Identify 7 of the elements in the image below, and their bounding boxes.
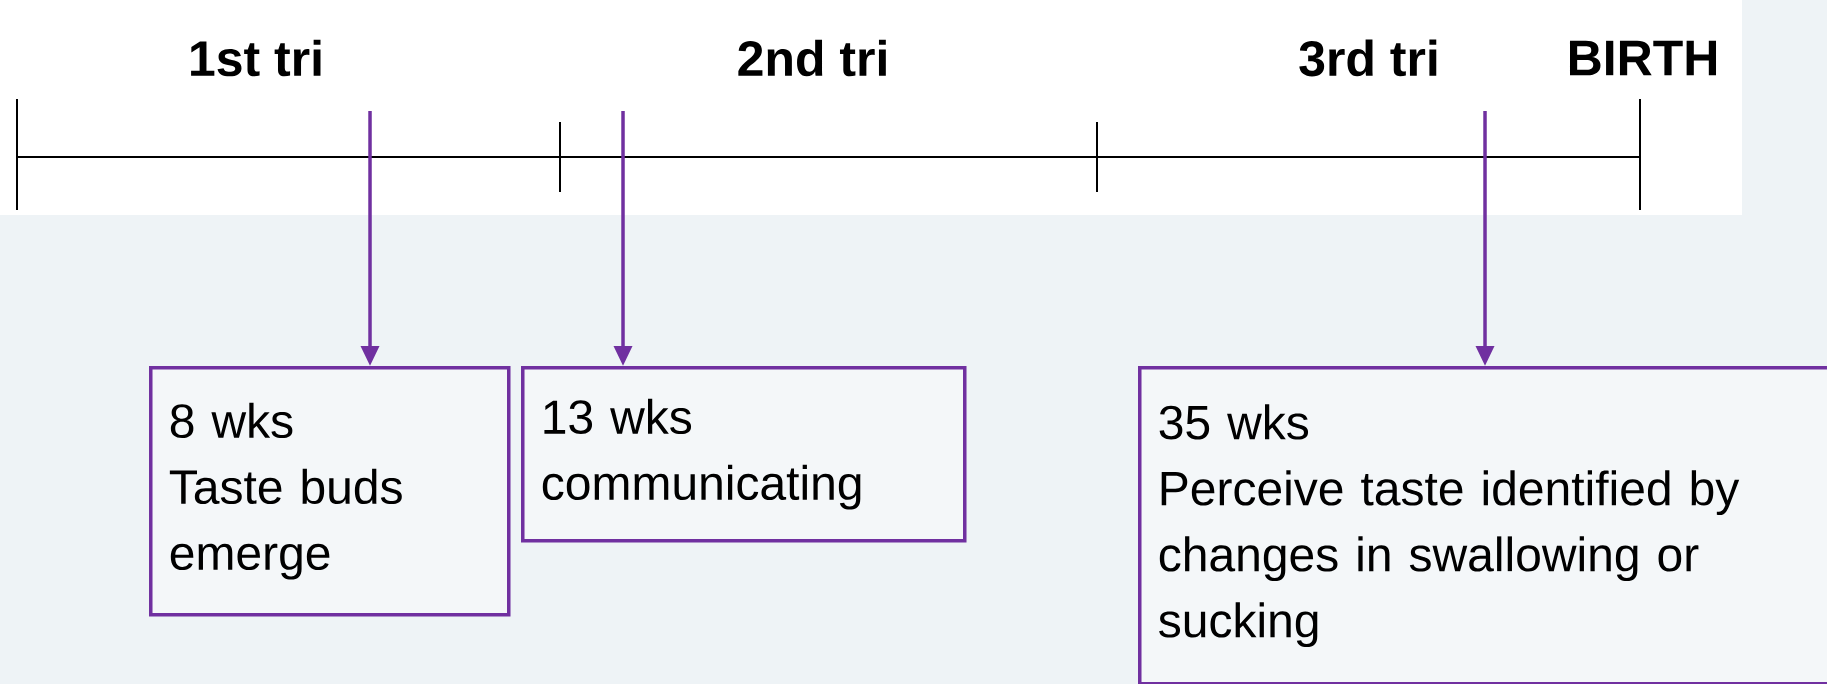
- trimester-label: 3rd tri: [1299, 39, 1437, 77]
- trimester-label: BIRTH: [1569, 40, 1716, 76]
- text-box: 8 wks Taste buds emerge: [149, 366, 511, 617]
- trimester-label: 2nd tri: [738, 39, 886, 77]
- text-box: 13 wks communicating: [521, 366, 967, 543]
- text-box: 35 wks Perceive taste identified by changes in swallowing or sucking: [1138, 366, 1827, 684]
- trimester-label: 1st tri: [191, 39, 321, 77]
